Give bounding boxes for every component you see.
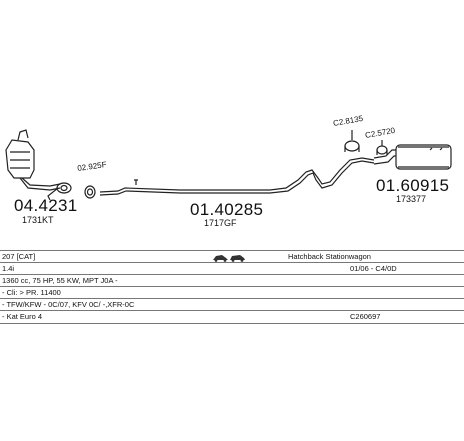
middle-pipe-drawing [99,157,375,196]
vehicle-engine-details: 1360 cc, 75 HP, 55 KW, MPT J0A - [2,276,118,285]
rear-silencer-part-number: 01.60915 [376,176,450,195]
middle-pipe-part-code: 1717GF [204,218,237,228]
table-row: - TFW/KFW - 0C/07, KFV 0C/ -,XFR-0C [0,298,464,311]
vehicle-engine-codes: - TFW/KFW - 0C/07, KFV 0C/ -,XFR-0C [2,300,135,309]
vehicle-body-type: Hatchback Stationwagon [288,252,371,261]
vehicle-chassis-details: - Cli: > PR. 11400 [2,288,61,297]
table-row: 1.4i 01/06 - C4/0D [0,262,464,275]
table-row: - Cli: > PR. 11400 [0,286,464,299]
vehicle-model: 207 [CAT] [2,252,36,261]
vehicle-info-table: 207 [CAT] Hatchback Stationwagon 1.4i 01… [0,250,464,324]
clamp-drawing-1 [344,140,360,152]
table-row: - Kat Euro 4 C260697 [0,310,464,324]
middle-pipe-part-number: 01.40285 [190,200,264,219]
kit-number: C260697 [350,312,381,321]
vehicle-engine: 1.4i [2,264,15,273]
catalyst-part-number: 04.4231 [14,196,78,215]
rear-silencer-part-code: 173377 [396,194,427,204]
rear-silencer-drawing [373,144,452,170]
catalyst-part-code: 1731KT [22,215,54,225]
vehicle-period: 01/06 - C4/0D [350,264,397,273]
vehicle-emission-standard: - Kat Euro 4 [2,312,43,321]
gasket-drawing [84,185,96,199]
exhaust-system-diagram: 04.4231 1731KT 02.925F 01.40285 1717GF C… [5,114,452,228]
table-row: 207 [CAT] Hatchback Stationwagon [0,250,464,263]
car-silhouettes-icon [212,252,246,266]
catalytic-converter-drawing [5,129,72,201]
exhaust-parts-drawing [5,129,452,201]
clamp-drawing-2 [376,145,388,155]
table-row: 1360 cc, 75 HP, 55 KW, MPT J0A - [0,274,464,287]
